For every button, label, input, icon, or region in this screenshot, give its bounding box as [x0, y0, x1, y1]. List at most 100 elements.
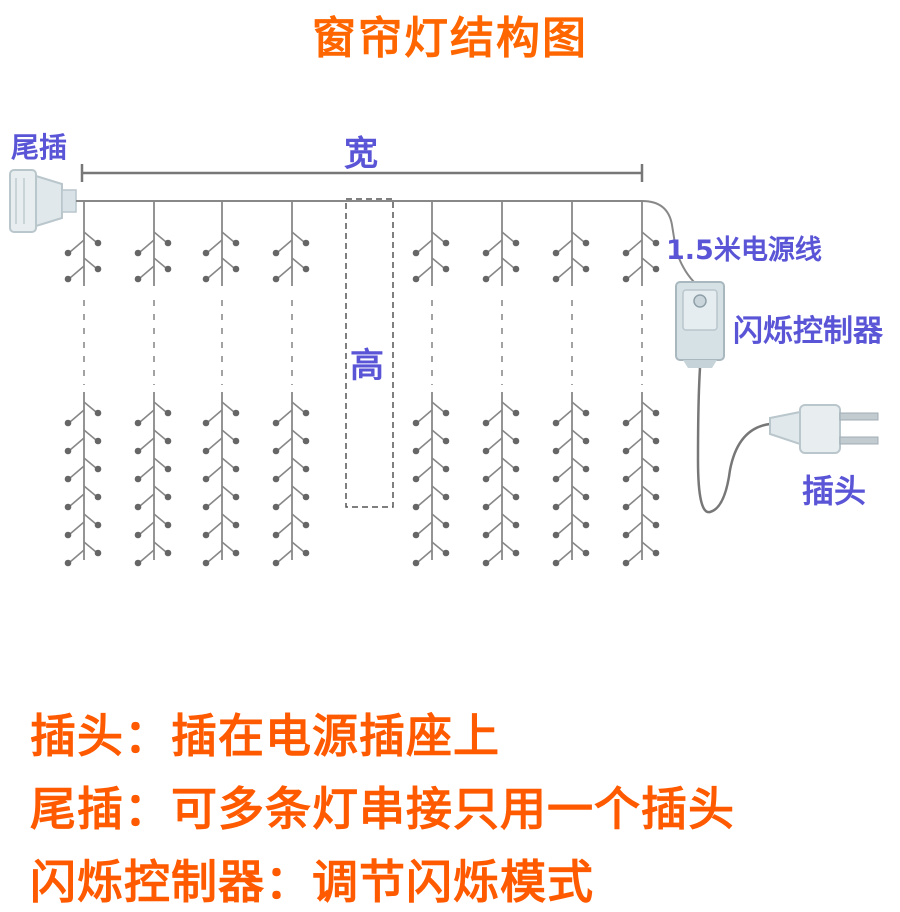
- bulb: [164, 521, 172, 529]
- bulb: [202, 559, 210, 567]
- bulb: [302, 465, 310, 473]
- bulb: [164, 493, 172, 501]
- bulb: [302, 265, 310, 273]
- bulb: [512, 239, 520, 247]
- bulb: [272, 275, 280, 283]
- bulb: [582, 465, 590, 473]
- bulb: [232, 265, 240, 273]
- bulb: [94, 521, 102, 529]
- bulb: [652, 493, 660, 501]
- note-plug: 插头：插在电源插座上: [30, 709, 500, 763]
- bulb: [512, 409, 520, 417]
- bulb: [202, 447, 210, 455]
- bulb: [164, 265, 172, 273]
- bulb: [552, 531, 560, 539]
- bulb: [164, 437, 172, 445]
- bulb: [512, 493, 520, 501]
- width-dimension-line: [80, 164, 644, 182]
- bulb: [64, 447, 72, 455]
- bulb: [134, 475, 142, 483]
- bulb: [412, 531, 420, 539]
- bulb: [232, 465, 240, 473]
- bulb: [164, 549, 172, 557]
- bulb: [552, 275, 560, 283]
- bulb: [134, 531, 142, 539]
- bulb: [302, 409, 310, 417]
- bulb: [622, 249, 630, 257]
- bulb: [232, 239, 240, 247]
- bulb: [232, 409, 240, 417]
- bulb: [134, 419, 142, 427]
- bulb: [652, 239, 660, 247]
- bulb: [272, 559, 280, 567]
- bulb: [94, 265, 102, 273]
- light-strands: [64, 201, 660, 567]
- bulb: [652, 409, 660, 417]
- bulb: [164, 409, 172, 417]
- bulb: [582, 549, 590, 557]
- bulb: [512, 437, 520, 445]
- bulb: [482, 419, 490, 427]
- bulb: [622, 275, 630, 283]
- bulb: [582, 521, 590, 529]
- bulb: [652, 437, 660, 445]
- bulb: [202, 503, 210, 511]
- note-tail-plug: 尾插：可多条灯串接只用一个插头: [30, 782, 735, 836]
- controller-label: 闪烁控制器: [733, 314, 883, 349]
- bulb: [64, 419, 72, 427]
- bulb: [302, 239, 310, 247]
- bulb: [272, 447, 280, 455]
- bulb: [134, 503, 142, 511]
- bulb: [512, 265, 520, 273]
- diagram-title: 窗帘灯结构图: [312, 13, 588, 64]
- bulb: [412, 275, 420, 283]
- bulb: [94, 409, 102, 417]
- bulb: [552, 447, 560, 455]
- bulb: [442, 265, 450, 273]
- bulb: [442, 437, 450, 445]
- tail-plug-connector: [9, 169, 77, 233]
- bulb: [94, 239, 102, 247]
- bulb: [622, 447, 630, 455]
- bulb: [652, 465, 660, 473]
- plug-connector: [769, 404, 879, 454]
- bulb: [652, 265, 660, 273]
- bulb: [652, 549, 660, 557]
- bulb: [302, 549, 310, 557]
- bulb: [232, 521, 240, 529]
- bulb: [164, 239, 172, 247]
- bulb: [202, 249, 210, 257]
- bulb: [272, 503, 280, 511]
- bulb: [134, 275, 142, 283]
- bulb: [412, 419, 420, 427]
- controller-box: [675, 281, 725, 368]
- bulb: [272, 419, 280, 427]
- bulb: [412, 447, 420, 455]
- bulb: [272, 531, 280, 539]
- bulb: [302, 521, 310, 529]
- bulb: [622, 531, 630, 539]
- bulb: [622, 559, 630, 567]
- bulb: [412, 249, 420, 257]
- main-wire: [76, 200, 698, 286]
- bulb: [412, 559, 420, 567]
- bulb: [302, 493, 310, 501]
- bulb: [512, 465, 520, 473]
- bulb: [302, 437, 310, 445]
- bulb: [442, 493, 450, 501]
- plug-cord: [696, 367, 771, 514]
- bulb: [94, 465, 102, 473]
- bulb: [64, 503, 72, 511]
- bulb: [482, 275, 490, 283]
- bulb: [272, 249, 280, 257]
- bulb: [94, 437, 102, 445]
- tail-plug-label: 尾插: [11, 131, 68, 164]
- bulb: [164, 465, 172, 473]
- bulb: [412, 503, 420, 511]
- bulb: [412, 475, 420, 483]
- bulb: [232, 549, 240, 557]
- power-cord-label: 1.5米电源线: [666, 235, 822, 266]
- bulb: [552, 475, 560, 483]
- bulb: [232, 437, 240, 445]
- bulb: [512, 521, 520, 529]
